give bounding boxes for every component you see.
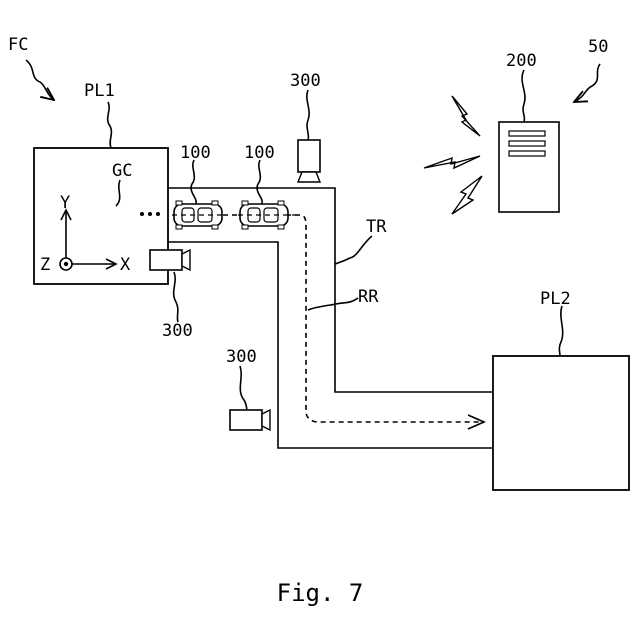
camera-top-icon (298, 140, 320, 182)
wireless-signal-icon (452, 96, 480, 136)
axis-x-label: X (120, 255, 131, 275)
server-label: 200 (506, 51, 537, 71)
gc-leader-line (116, 180, 120, 206)
camera-left-icon (150, 250, 190, 270)
pl1-label: PL1 (84, 81, 115, 101)
wireless-signal-icon (452, 176, 482, 214)
axis-y-label: Y (60, 193, 70, 213)
tr-leader-line (335, 236, 372, 264)
pl1-leader-line (108, 102, 112, 148)
vehicle-b-leader-line (257, 160, 262, 204)
route-rr-path (178, 215, 482, 422)
route-rr-label: RR (358, 287, 379, 307)
system-reference-arrow (574, 64, 600, 102)
camera-left-leader-line (174, 272, 178, 322)
server-icon (499, 122, 559, 212)
server-leader-line (522, 70, 525, 122)
vehicle-a-icon (172, 201, 226, 229)
camera-top-leader-line (307, 90, 309, 140)
track-tr-label: TR (366, 217, 387, 237)
camera-bottom-icon (230, 410, 270, 430)
fc-reference-arrow (26, 60, 54, 100)
queue-dot (140, 212, 144, 216)
axis-z-label: Z (40, 255, 50, 275)
wireless-signal-icon (424, 156, 480, 168)
figure-caption: Fig. 7 (277, 579, 364, 607)
camera-left-label: 300 (162, 321, 193, 341)
area-pl2-box (493, 356, 629, 490)
system-label: 50 (588, 37, 608, 57)
camera-bottom-leader-line (240, 366, 248, 416)
vehicle-a-leader-line (191, 160, 196, 204)
vehicle-a-label: 100 (180, 143, 211, 163)
coordinate-axes-icon (60, 210, 116, 270)
gc-label: GC (112, 161, 132, 181)
camera-top-label: 300 (290, 71, 321, 91)
queue-dot (148, 212, 152, 216)
rr-leader-line (308, 298, 358, 310)
fc-label: FC (8, 35, 28, 55)
camera-bottom-label: 300 (226, 347, 257, 367)
pl2-leader-line (559, 306, 562, 356)
pl2-label: PL2 (540, 289, 571, 309)
vehicle-b-label: 100 (244, 143, 275, 163)
queue-dot (156, 212, 160, 216)
